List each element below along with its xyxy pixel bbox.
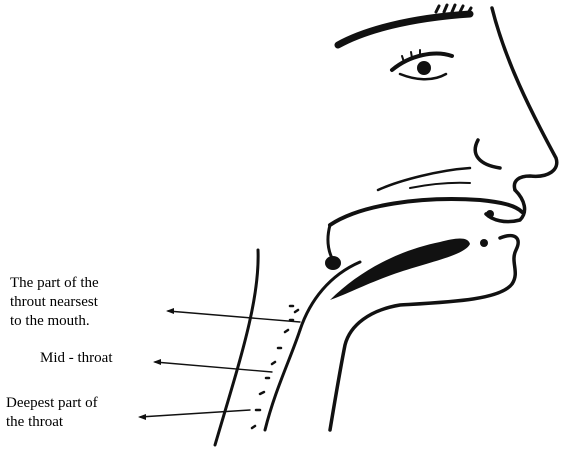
throat-front-wall <box>265 330 300 430</box>
label-upper-line-3: to the mouth. <box>10 312 99 331</box>
pointer-upper <box>168 311 300 322</box>
label-upper-line-2: throut nearsest <box>10 293 99 312</box>
uvula-tip <box>325 256 341 270</box>
tongue <box>330 239 470 301</box>
pointer-deep-arrow <box>138 414 146 420</box>
lower-tooth <box>480 239 488 247</box>
pointer-mid <box>155 362 272 372</box>
label-mid-throat: Mid - throat <box>40 349 113 368</box>
neck-back <box>215 250 258 445</box>
pointer-mid-arrow <box>153 359 161 365</box>
cheek-line <box>378 168 470 190</box>
label-deep-line-2: the throat <box>6 413 98 432</box>
pointer-upper-arrow <box>166 308 174 314</box>
pointer-deep <box>140 410 250 417</box>
eyebrow <box>338 14 470 45</box>
label-upper-throat: The part of the throut nearsest to the m… <box>10 274 99 331</box>
tooth <box>486 210 494 218</box>
nostril <box>475 140 500 168</box>
eye-pupil <box>417 61 431 75</box>
label-deep-throat: Deepest part of the throat <box>6 394 98 432</box>
nose-profile <box>492 8 557 190</box>
chin <box>330 236 518 430</box>
label-upper-line-1: The part of the <box>10 274 99 293</box>
label-deep-line-1: Deepest part of <box>6 394 98 413</box>
